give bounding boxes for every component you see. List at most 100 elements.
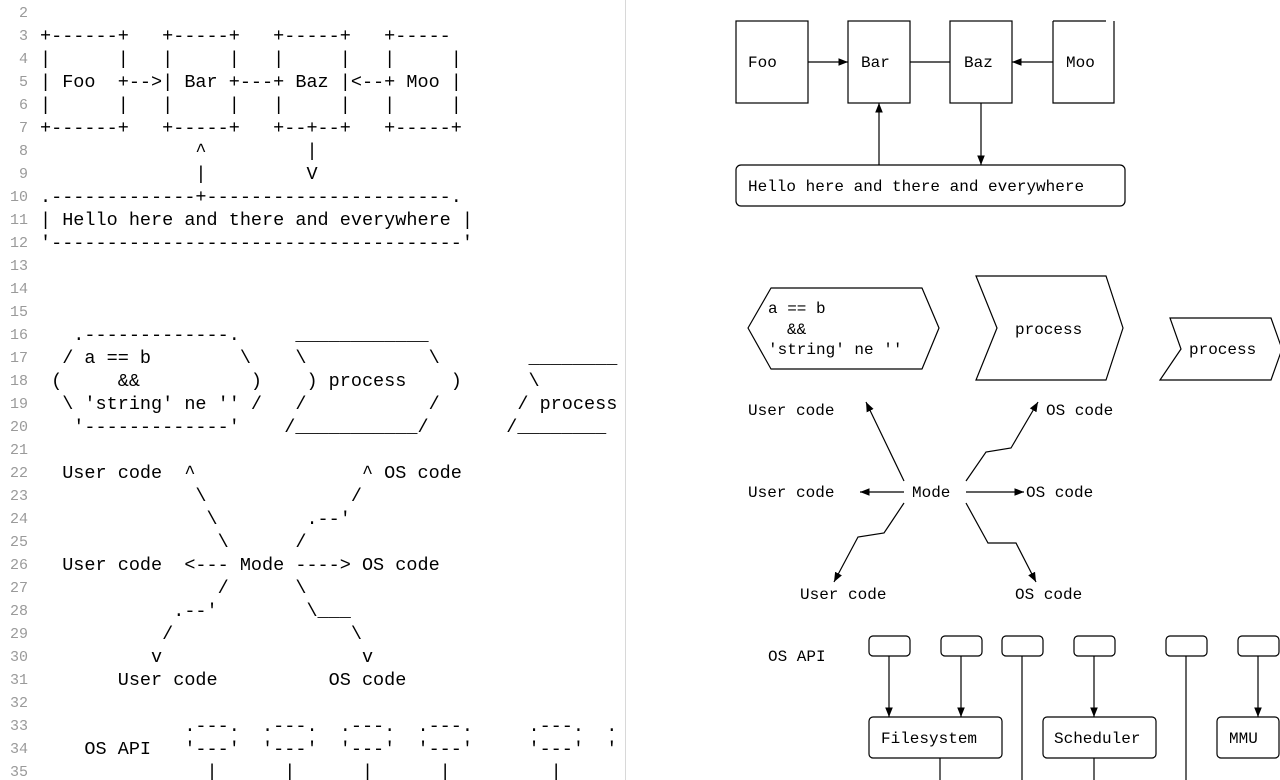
code-line[interactable]: \ / [40, 486, 362, 507]
decision-line-2: && [787, 321, 807, 339]
process-large-label: process [1015, 321, 1082, 339]
code-line[interactable]: OS API '---' '---' '---' '---' '---' ' [40, 739, 618, 760]
hello-label: Hello here and there and everywhere [748, 178, 1084, 196]
bar-label: Bar [861, 54, 890, 72]
line-number: 12 [9, 235, 28, 252]
line-number: 25 [9, 534, 28, 551]
mmu-box [1216, 716, 1280, 759]
line-number: 13 [9, 258, 28, 275]
rendered-diagram: Foo Bar Baz Moo Hello here and there and… [735, 20, 1280, 780]
line-number: 5 [18, 74, 28, 91]
code-line[interactable]: | Hello here and there and everywhere | [40, 210, 473, 231]
os-api-pill-6 [1237, 635, 1280, 657]
line-number: 7 [18, 120, 28, 137]
code-line[interactable]: / \ [40, 624, 362, 645]
line-number: 27 [9, 580, 28, 597]
baz-label: Baz [964, 54, 993, 72]
line-number: 4 [18, 51, 28, 68]
mode-user-top-arrow [865, 401, 905, 482]
hello-box [735, 164, 1126, 207]
code-line[interactable]: ^ | [40, 141, 318, 162]
line-number: 31 [9, 672, 28, 689]
mmu-label: MMU [1229, 730, 1258, 748]
filesystem-box [868, 716, 1003, 759]
line-number: 2 [18, 5, 28, 22]
pane-divider[interactable] [625, 0, 626, 780]
code-line[interactable]: v v [40, 647, 374, 668]
os-api-pill-2 [940, 635, 983, 657]
os-api-pill-1 [868, 635, 911, 657]
decision-line-1: a == b [768, 300, 826, 318]
os-code-mid-label: OS code [1026, 484, 1093, 502]
line-number: 17 [9, 350, 28, 367]
line-number: 19 [9, 396, 28, 413]
code-line[interactable]: \ 'string' ne '' / / / / process [40, 394, 618, 415]
os-api-pill-5 [1165, 635, 1208, 657]
code-line[interactable]: | Foo +-->| Bar +---+ Baz |<--+ Moo | [40, 72, 462, 93]
line-number: 9 [18, 166, 28, 183]
process-small-shape [1158, 317, 1280, 381]
line-number: 22 [9, 465, 28, 482]
line-number: 24 [9, 511, 28, 528]
line-number: 33 [9, 718, 28, 735]
code-line[interactable]: | | | | | | | | [40, 95, 462, 116]
line-number: 15 [9, 304, 28, 321]
line-number: 20 [9, 419, 28, 436]
mode-user-bottom-arrow [833, 502, 905, 583]
diagram-preview-pane: Foo Bar Baz Moo Hello here and there and… [626, 0, 1280, 780]
code-line[interactable]: \ .--' [40, 509, 351, 530]
code-line[interactable]: '-------------------------------------' [40, 233, 473, 254]
line-number: 30 [9, 649, 28, 666]
line-number: 11 [9, 212, 28, 229]
filesystem-label: Filesystem [881, 730, 977, 748]
os-api-label: OS API [768, 648, 826, 666]
scheduler-box [1042, 716, 1157, 759]
code-line[interactable]: ( && ) ) process ) \ [40, 371, 540, 392]
mode-label: Mode [912, 484, 950, 502]
code-line[interactable]: .-------------. ____________ [40, 325, 429, 346]
code-line[interactable]: .---. .---. .---. .---. .---. . [40, 716, 618, 737]
mode-os-top-arrow [965, 401, 1039, 482]
user-code-bottom-label: User code [800, 586, 886, 604]
line-number: 16 [9, 327, 28, 344]
line-number: 23 [9, 488, 28, 505]
decision-line-3: 'string' ne '' [768, 341, 902, 359]
line-number: 29 [9, 626, 28, 643]
process-small-label: process [1189, 341, 1256, 359]
code-line[interactable]: | | | | | [40, 762, 562, 780]
line-number: 28 [9, 603, 28, 620]
code-line[interactable]: / \ [40, 578, 307, 599]
code-line[interactable]: .-------------+----------------------. [40, 187, 462, 208]
process-large-shape [975, 275, 1124, 381]
line-number: 8 [18, 143, 28, 160]
code-line[interactable]: +------+ +-----+ +--+--+ +-----+ [40, 118, 462, 139]
moo-label: Moo [1066, 54, 1095, 72]
code-line[interactable]: User code <--- Mode ----> OS code [40, 555, 440, 576]
code-line[interactable]: User code ^ ^ OS code [40, 463, 462, 484]
os-api-pill-4 [1073, 635, 1116, 657]
code-line[interactable]: / a == b \ \ \ ________ [40, 348, 618, 369]
line-number: 10 [9, 189, 28, 206]
code-line[interactable]: \ / [40, 532, 307, 553]
code-area[interactable]: +------+ +-----+ +-----+ +-----| | | | |… [40, 0, 625, 780]
code-line[interactable]: '-------------' /___________/ /________ [40, 417, 607, 438]
line-number: 3 [18, 28, 28, 45]
line-number: 26 [9, 557, 28, 574]
line-number: 32 [9, 695, 28, 712]
user-code-top-label: User code [748, 402, 834, 420]
code-line[interactable]: | | | | | | | | [40, 49, 462, 70]
user-code-mid-label: User code [748, 484, 834, 502]
foo-label: Foo [748, 54, 777, 72]
code-line[interactable]: +------+ +-----+ +-----+ +----- [40, 26, 451, 47]
code-line[interactable]: User code OS code [40, 670, 407, 691]
line-number: 34 [9, 741, 28, 758]
code-line[interactable]: | V [40, 164, 318, 185]
decision-shape [747, 287, 940, 370]
os-code-bottom-label: OS code [1015, 586, 1082, 604]
os-api-pill-3 [1001, 635, 1044, 657]
line-number: 18 [9, 373, 28, 390]
os-code-top-label: OS code [1046, 402, 1113, 420]
code-line[interactable]: .--' \___ [40, 601, 351, 622]
